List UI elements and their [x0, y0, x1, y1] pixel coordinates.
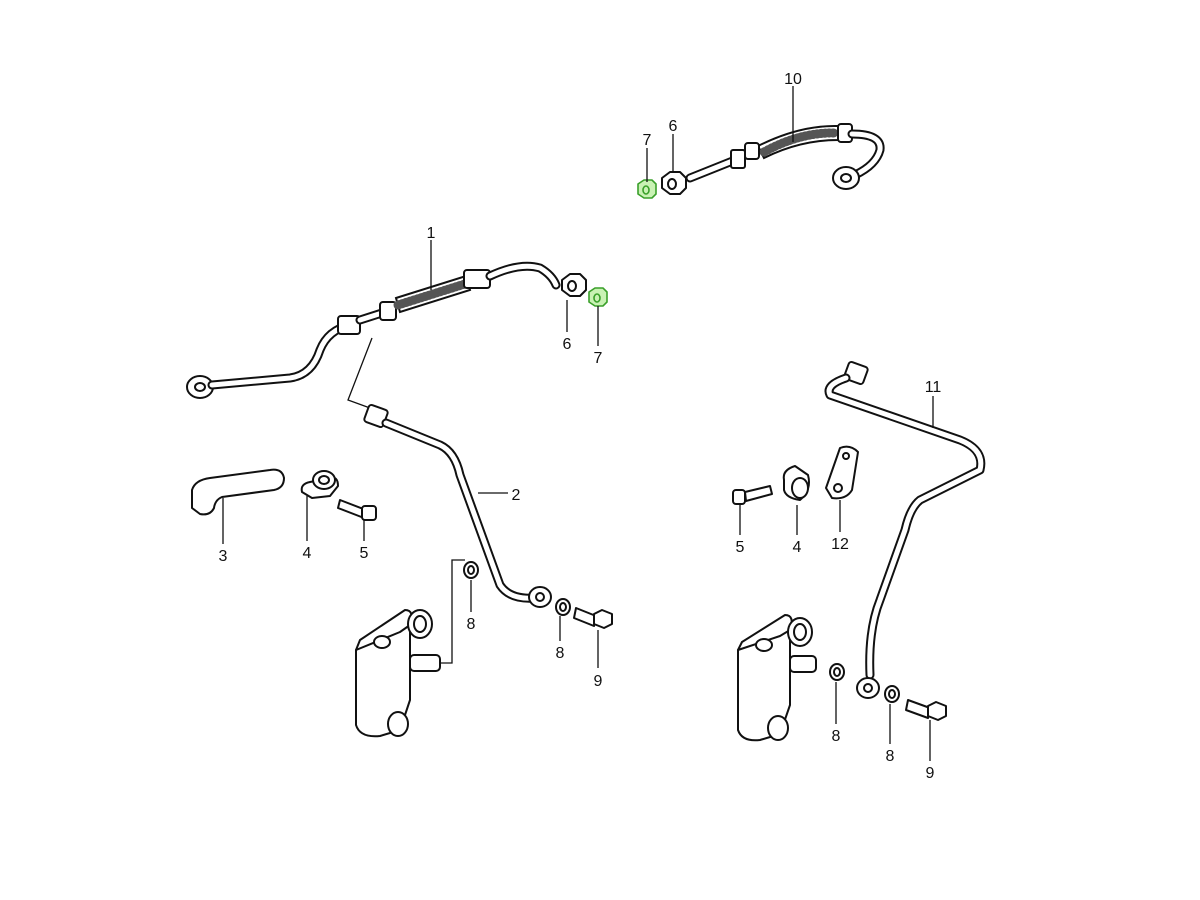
label-part-2: 2 [512, 487, 521, 504]
part-10-hose[interactable] [685, 123, 885, 190]
label-part-5: 5 [360, 545, 369, 562]
part-2-pipe[interactable] [363, 403, 552, 608]
leader-lines [222, 86, 934, 761]
label-part-9: 9 [594, 673, 603, 690]
label-part-9: 9 [926, 765, 935, 782]
brake-valve-right [737, 614, 817, 742]
part-6-nut-top[interactable] [661, 171, 687, 195]
part-7-seal-top[interactable] [637, 179, 657, 199]
part-8-washer-c[interactable] [829, 663, 845, 681]
label-part-11: 11 [925, 379, 942, 396]
part-4-clamp-right[interactable] [782, 465, 810, 501]
label-part-5: 5 [736, 539, 745, 556]
part-9-bolt-right[interactable] [905, 699, 947, 721]
part-5-bolt-left[interactable] [337, 499, 377, 521]
part-11-pipe[interactable] [824, 360, 986, 699]
part-3-bracket[interactable] [191, 468, 285, 516]
label-part-12: 12 [831, 536, 849, 553]
connection-line [347, 337, 373, 409]
label-part-6: 6 [669, 118, 678, 135]
part-1-hose[interactable] [186, 261, 561, 399]
label-part-8: 8 [832, 728, 841, 745]
part-4-clamp-left[interactable] [300, 470, 339, 499]
label-part-3: 3 [219, 548, 228, 565]
label-part-4: 4 [303, 545, 312, 562]
part-8-washer-b[interactable] [555, 598, 571, 616]
part-8-washer-d[interactable] [884, 685, 900, 703]
brake-valve-left [355, 559, 465, 738]
label-part-10: 10 [784, 71, 802, 88]
part-8-washer-a[interactable] [463, 561, 479, 579]
label-part-7: 7 [594, 350, 603, 367]
part-7-seal-mid[interactable] [588, 287, 608, 307]
part-9-bolt-left[interactable] [573, 607, 613, 629]
part-6-nut-mid[interactable] [561, 273, 587, 297]
label-part-8: 8 [467, 616, 476, 633]
part-12-bracket[interactable] [825, 445, 859, 500]
label-part-6: 6 [563, 336, 572, 353]
label-part-1: 1 [427, 225, 436, 242]
label-part-8: 8 [556, 645, 565, 662]
part-5-bolt-right[interactable] [732, 485, 773, 505]
label-part-4: 4 [793, 539, 802, 556]
label-part-8: 8 [886, 748, 895, 765]
label-part-7: 7 [643, 132, 652, 149]
